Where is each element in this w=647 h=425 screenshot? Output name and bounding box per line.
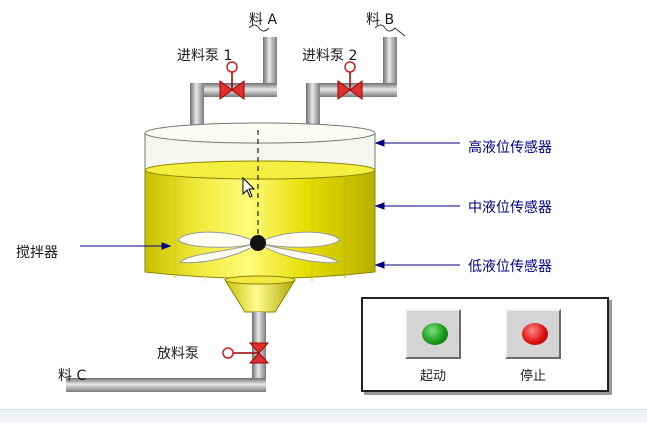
material-c-label: 料 C [58, 368, 87, 384]
stop-button-label: 停止 [519, 369, 546, 384]
feed-pump-2-label: 进料泵 2 [302, 48, 358, 64]
agitator [177, 231, 341, 264]
material-a-leader [248, 24, 270, 32]
mixing-tank [144, 122, 376, 281]
stop-button[interactable] [505, 309, 561, 359]
mid-level-sensor-label: 中液位传感器 [468, 200, 552, 216]
agitator-label: 搅拌器 [16, 245, 58, 261]
discharge-pump-label: 放料泵 [157, 346, 199, 362]
stop-indicator-lamp [522, 323, 548, 345]
control-panel: 起动 停止 [361, 297, 609, 392]
feed-pump-1-valve[interactable] [219, 61, 245, 100]
start-indicator-lamp [422, 323, 448, 345]
discharge-hopper [224, 275, 296, 313]
start-button-label: 起动 [419, 369, 446, 384]
feed-pump-1-label: 进料泵 1 [177, 48, 233, 64]
material-b-leader [374, 24, 406, 37]
feed-pump-2-valve[interactable] [337, 61, 363, 100]
high-level-sensor-label: 高液位传感器 [468, 140, 552, 156]
sensor-pointers [80, 139, 460, 269]
start-button[interactable] [405, 309, 461, 359]
material-a-label: 料 A [249, 12, 278, 28]
window-bottom-strip [0, 409, 647, 422]
discharge-pump-valve[interactable] [222, 342, 270, 364]
low-level-sensor-label: 低液位传感器 [468, 259, 552, 275]
mouse-cursor-icon [242, 176, 256, 198]
material-b-label: 料 B [366, 12, 395, 28]
